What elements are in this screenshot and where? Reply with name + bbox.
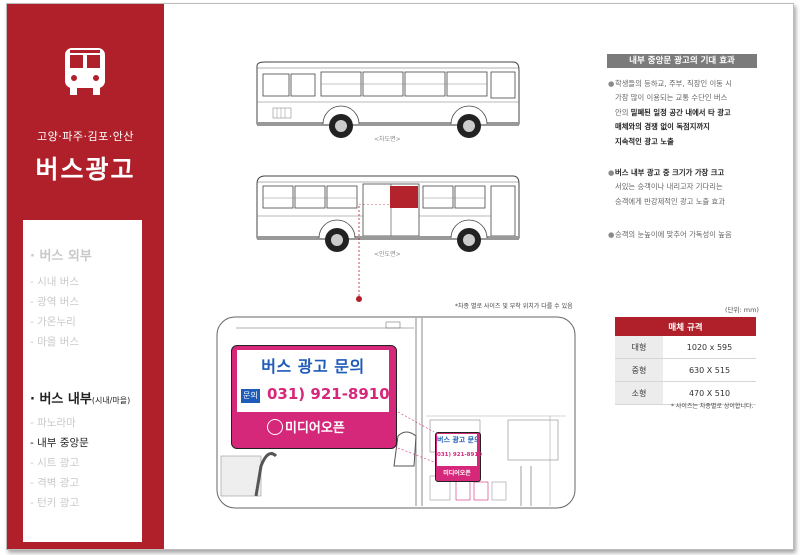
bus-road-side-drawing	[256, 61, 520, 138]
bullet-icon: ●	[608, 230, 615, 239]
unit-label: (단위: mm)	[725, 306, 759, 314]
spec-name: 소형	[615, 381, 663, 405]
menu-item-center-door[interactable]: - 내부 중앙문	[30, 437, 89, 449]
menu-item-turnkey-ad[interactable]: - 턴키 광고	[30, 497, 80, 509]
connector-line	[356, 204, 389, 302]
para2-line2: 서있는 승객이나 내리고자 기다리는	[615, 182, 723, 192]
para2-line3: 승객에게 반강제적인 광고 노출 효과	[615, 196, 725, 206]
para1-line1: 학생들의 등하교, 주부, 직장인 이동 시	[615, 79, 732, 88]
para2-line1: 버스 내부 광고 중 크기가 가장 크고	[615, 168, 725, 177]
sidebar: 고양·파주·김포·안산 버스광고 · 버스 외부 - 시내 버스 - 광역 버스…	[7, 4, 164, 549]
menu-interior-label: · 버스 내부	[30, 392, 92, 407]
spec-name: 중형	[615, 358, 663, 382]
bullet-icon: ●	[608, 168, 615, 177]
interior-note: *차종 별로 사이즈 및 부착 위치가 다를 수 있음	[455, 303, 573, 310]
para1-line5: 지속적인 광고 노출	[615, 136, 674, 146]
ad-small-phone: 031) 921-8910	[437, 452, 482, 458]
effects-paragraph-2: ● 버스 내부 광고 중 크기가 가장 크고 서있는 승객이나 내리고자 기다리…	[608, 166, 757, 209]
page-title: 버스광고	[35, 155, 136, 184]
effects-paragraph-3: ● 승객의 눈높이에 맞추어 가독성이 높음	[608, 228, 757, 242]
spec-size: 1020 x 595	[663, 336, 756, 359]
menu-item-seat-ad[interactable]: - 시트 광고	[30, 457, 80, 469]
ad-inquiry-tag: 문의	[241, 389, 260, 403]
bullet-icon: ●	[608, 79, 615, 88]
para1-line4: 매체와의 경쟁 없이 독점지까지	[615, 122, 710, 132]
spec-name: 대형	[615, 336, 663, 359]
caption-sidewalk-side: <인도면>	[374, 251, 401, 258]
media-open-logo-icon	[267, 419, 283, 435]
para1-line3-a: 안의	[615, 107, 631, 117]
menu-item-city-bus[interactable]: - 시내 버스	[30, 276, 80, 288]
menu-item-village-bus[interactable]: - 마을 버스	[30, 336, 80, 348]
brochure-page: 고양·파주·김포·안산 버스광고 · 버스 외부 - 시내 버스 - 광역 버스…	[6, 3, 794, 550]
ad-headline: 버스 광고 문의	[261, 357, 365, 376]
ad-phone: 031) 921-8910	[267, 385, 390, 403]
ad-small-headline: 버스 광고 문의	[437, 436, 477, 444]
menu-item-panorama[interactable]: - 파노라마	[30, 417, 76, 429]
ad-sample-main: 버스 광고 문의 문의 031) 921-8910 미디어오픈	[231, 345, 397, 449]
menu-exterior-header[interactable]: · 버스 외부	[30, 249, 92, 264]
para3-line1: 승객의 눈높이에 맞추어 가독성이 높음	[615, 230, 732, 239]
bus-icon	[65, 48, 105, 95]
spec-size: 630 X 515	[663, 358, 756, 382]
ad-brand: 미디어오픈	[285, 421, 345, 436]
ad-small-brand: 미디어오픈	[443, 470, 471, 477]
menu-interior-header[interactable]: · 버스 내부(시내/마을)	[30, 388, 130, 407]
para1-line2: 가장 많이 이용되는 교통 수단인 버스	[615, 93, 728, 103]
bus-sidewalk-side-drawing	[256, 175, 520, 252]
effects-header: 내부 중앙문 광고의 기대 효과	[607, 54, 757, 68]
spec-note: * 사이즈는 차종별로 상이합니다.	[671, 403, 754, 410]
menu-interior-sub: (시내/마을)	[91, 396, 131, 405]
menu-item-express-bus[interactable]: - 광역 버스	[30, 296, 80, 308]
region-label: 고양·파주·김포·안산	[37, 130, 134, 143]
side-menu: · 버스 외부 - 시내 버스 - 광역 버스 - 가온누리 - 마을 버스 ·…	[23, 220, 142, 542]
spec-size: 470 X 510	[663, 381, 756, 405]
ad-sample-small: 버스 광고 문의 031) 921-8910 미디어오픈	[435, 432, 482, 482]
menu-item-gaonnuri[interactable]: - 가온누리	[30, 316, 76, 328]
spec-table-header: 매체 규격	[615, 317, 756, 336]
caption-road-side: <차도면>	[374, 136, 401, 143]
effects-paragraph-1: ● 학생들의 등하교, 주부, 직장인 이동 시 가장 많이 이용되는 교통 수…	[608, 77, 757, 149]
para1-line3-b: 밀폐된 일정 공간 내에서 타 광고	[630, 107, 731, 117]
menu-item-partition-ad[interactable]: - 격벽 광고	[30, 477, 80, 489]
